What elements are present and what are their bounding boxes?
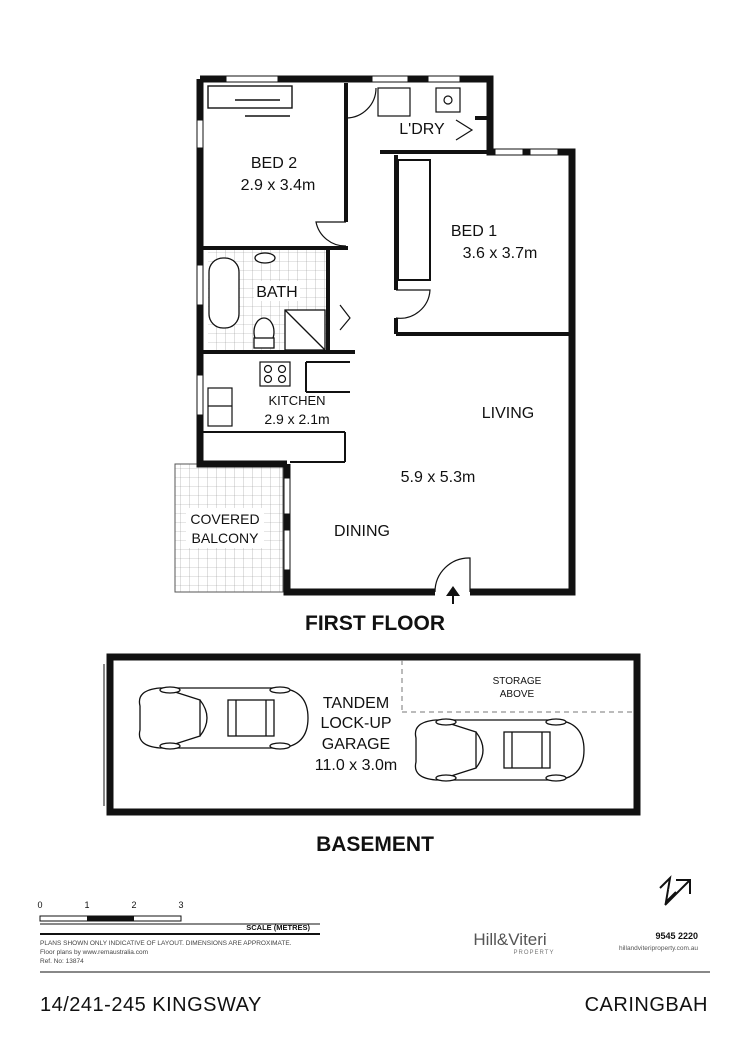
laundry-tub-icon [435, 87, 461, 113]
bathtub [208, 257, 240, 329]
bath-label: BATH [256, 284, 297, 301]
basement-heading: BASEMENT [316, 833, 434, 856]
doors [315, 87, 474, 593]
garage-outline [106, 653, 641, 816]
windows [196, 75, 559, 571]
agency-website: hillandviteriproperty.com.au [619, 945, 698, 952]
compass-letter: N [668, 889, 669, 891]
disclaimer: PLANS SHOWN ONLY INDICATIVE OF LAYOUT. D… [40, 940, 292, 965]
laundry-label: L'DRY [399, 121, 445, 138]
agency-phone: 9545 2220 [655, 931, 698, 941]
basin-icon [254, 252, 276, 264]
scale-tick-label: 2 [131, 900, 136, 910]
garage-label-line2: LOCK-UP [320, 715, 391, 732]
kitchen-size: 2.9 x 2.1m [264, 411, 329, 427]
storage-label-line2: ABOVE [500, 689, 535, 700]
disclaimer-line2: Floor plans by www.remaustralia.com [40, 949, 148, 956]
scale-tick-label: 0 [37, 900, 42, 910]
balcony-label-line1: COVERED [190, 511, 259, 527]
bed1-size: 3.6 x 3.7m [463, 245, 538, 262]
interior-walls [203, 83, 572, 463]
storage-label-line1: STORAGE [493, 676, 542, 687]
agency-logo-text: Hill&Viteri [473, 930, 546, 949]
laundry-fixtures [377, 87, 461, 117]
bed2-wardrobe [207, 85, 293, 117]
bed1-label: BED 1 [451, 223, 497, 240]
basement-plan: STORAGE ABOVE TANDEM [103, 653, 641, 856]
entry-arrow-icon [446, 586, 460, 604]
kitchen-label: KITCHEN [268, 393, 325, 408]
compass-icon [659, 875, 691, 906]
car-icon [138, 686, 309, 750]
car-icon [414, 718, 585, 782]
bed2-label: BED 2 [251, 155, 297, 172]
garage-label-line3: GARAGE [322, 736, 390, 753]
disclaimer-line3: Ref. No: 13874 [40, 958, 84, 965]
scale-tick-label: 1 [84, 900, 89, 910]
scale-tick-label: 3 [178, 900, 183, 910]
garage-label-line1: TANDEM [323, 695, 389, 712]
cooktop-icon [259, 361, 291, 387]
garage-label-line4: 11.0 x 3.0m [315, 757, 397, 774]
living-label: LIVING [482, 405, 534, 422]
first-floor-heading: FIRST FLOOR [305, 612, 445, 635]
living-size: 5.9 x 5.3m [401, 469, 476, 486]
bed2-size: 2.9 x 3.4m [241, 177, 316, 194]
kitchen-fixtures [207, 361, 291, 427]
agency-logo: Hill&Viteri PROPERTY [473, 930, 555, 956]
sink-icon [207, 387, 233, 427]
first-floor-plan: BED 2 2.9 x 3.4m L'DRY BED 1 3.6 x 3.7m … [174, 75, 576, 635]
footer-suburb: CARINGBAH [585, 994, 708, 1016]
bathroom-fixtures [208, 252, 326, 351]
scale-bar: 0 1 2 3 SCALE (METRES) [37, 900, 320, 935]
scale-label: SCALE (METRES) [246, 923, 310, 932]
agency-logo-sub: PROPERTY [514, 950, 555, 956]
footer-address: 14/241-245 KINGSWAY [40, 994, 262, 1016]
balcony-label-line2: BALCONY [192, 530, 260, 546]
dining-label: DINING [334, 523, 390, 540]
storage-above-outline [401, 660, 634, 713]
disclaimer-line1: PLANS SHOWN ONLY INDICATIVE OF LAYOUT. D… [40, 940, 292, 947]
